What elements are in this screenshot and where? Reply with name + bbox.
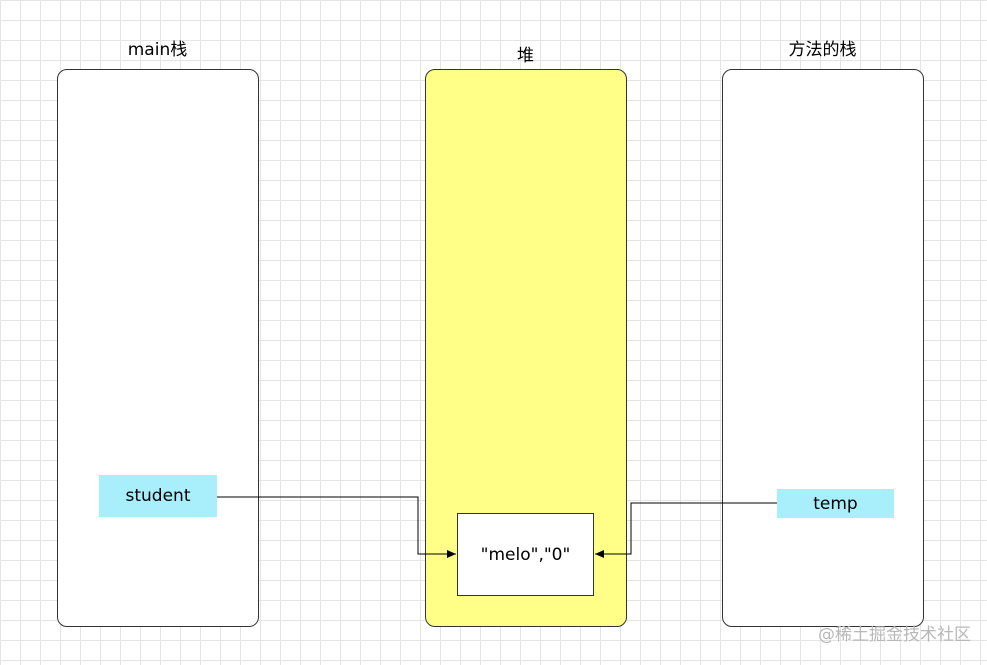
student-reference-arrow	[217, 496, 456, 558]
watermark: @稀土掘金技术社区	[818, 625, 971, 645]
method-stack-title: 方法的栈	[788, 40, 857, 60]
temp-reference-arrow	[595, 502, 777, 558]
heap-object-label: "melo","0"	[480, 544, 571, 565]
temp-variable: temp	[777, 489, 894, 518]
heap-object-box: "melo","0"	[457, 513, 594, 596]
main-stack-title: main栈	[127, 40, 188, 60]
student-variable-label: student	[125, 486, 191, 506]
main-stack-panel	[57, 69, 259, 627]
temp-variable-label: temp	[813, 493, 858, 514]
method-stack-panel	[722, 69, 924, 627]
student-variable: student	[99, 475, 217, 517]
heap-title: 堆	[517, 46, 534, 66]
